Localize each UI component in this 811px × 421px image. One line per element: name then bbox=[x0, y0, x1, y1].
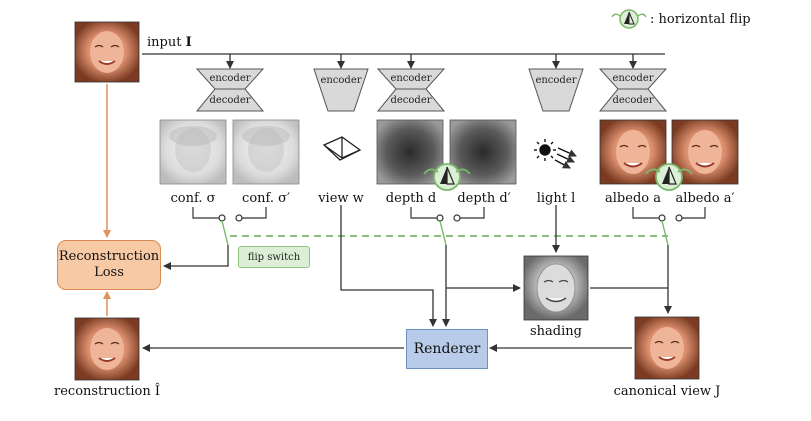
albedo-prime-label: albedo a′ bbox=[675, 191, 735, 206]
conf-prime-label: conf. σ′ bbox=[242, 191, 290, 206]
depth-label: depth d bbox=[385, 191, 437, 206]
depth-prime-label: depth d′ bbox=[457, 191, 511, 206]
view-encoder-label: encoder bbox=[320, 75, 362, 86]
albedo-decoder-shape bbox=[598, 88, 668, 112]
conf-encoder-label: encoder bbox=[209, 73, 251, 84]
flip-switch-box: flip switch bbox=[238, 246, 310, 268]
light-encoder-shape bbox=[528, 68, 584, 112]
horizontal-flip-icon bbox=[645, 163, 693, 191]
conf-decoder-shape bbox=[195, 88, 265, 112]
reconstruction-label: reconstruction Î bbox=[54, 384, 160, 399]
depth-prime-map-image bbox=[449, 119, 517, 185]
depth-decoder-shape bbox=[376, 88, 446, 112]
conf-label: conf. σ bbox=[170, 191, 216, 206]
horizontal-flip-icon bbox=[611, 9, 647, 29]
view-label: view w bbox=[318, 191, 364, 206]
canonical-view-label: canonical view J bbox=[613, 384, 721, 399]
albedo-decoder-label: decoder bbox=[612, 95, 654, 106]
depth-switch bbox=[410, 207, 485, 246]
view-encoder-shape bbox=[313, 68, 369, 112]
albedo-label: albedo a bbox=[605, 191, 661, 206]
camera-frustum-icon bbox=[322, 136, 362, 161]
input-label: input I bbox=[147, 35, 192, 50]
reconstruction-loss-box: Reconstruction Loss bbox=[57, 240, 161, 290]
albedo-switch bbox=[632, 207, 706, 246]
depth-decoder-label: decoder bbox=[390, 95, 432, 106]
shading-label: shading bbox=[530, 324, 582, 339]
light-label: light l bbox=[536, 191, 576, 206]
renderer-box: Renderer bbox=[406, 329, 488, 369]
light-encoder-label: encoder bbox=[535, 75, 577, 86]
conf-switch bbox=[192, 207, 267, 246]
light-sun-icon bbox=[534, 139, 577, 169]
legend-label: : horizontal flip bbox=[650, 12, 751, 27]
depth-map-image bbox=[376, 119, 444, 185]
depth-encoder-label: encoder bbox=[390, 73, 432, 84]
horizontal-flip-icon bbox=[423, 163, 471, 191]
conf-decoder-label: decoder bbox=[209, 95, 251, 106]
albedo-encoder-label: encoder bbox=[612, 73, 654, 84]
